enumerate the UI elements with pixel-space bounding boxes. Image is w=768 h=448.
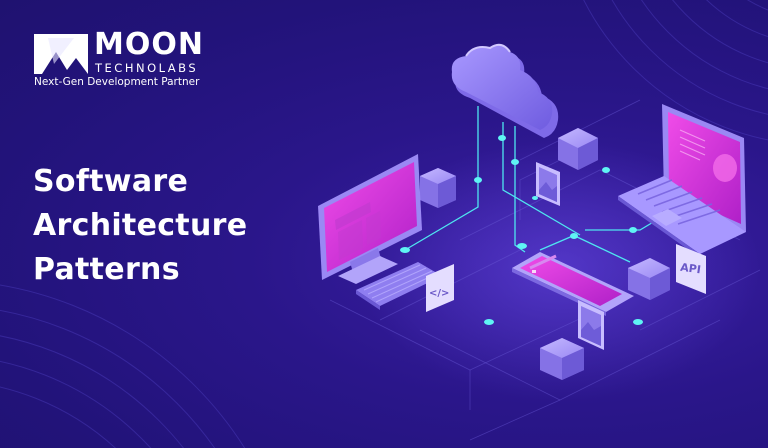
connector-nodes [400, 135, 643, 325]
server-cube-icon [420, 168, 456, 208]
svg-text:API: API [679, 261, 701, 277]
title-line-2: Architecture [33, 208, 248, 243]
mountain-logo-icon [34, 34, 88, 74]
svg-text:</>: </> [429, 288, 449, 299]
image-card-icon [536, 162, 560, 206]
server-cube-icon [540, 338, 584, 380]
image-card-icon [578, 300, 604, 350]
laptop-icon [618, 104, 746, 258]
title-line-1: Software [33, 164, 189, 199]
desktop-monitor-icon [318, 154, 422, 284]
title-line-3: Patterns [33, 252, 180, 287]
server-cube-icon [628, 258, 670, 300]
keyboard-icon [356, 262, 442, 310]
code-card-icon: </> [426, 264, 454, 312]
brand-subname: TECHNOLABS [95, 61, 199, 75]
cloud-icon [451, 43, 559, 138]
api-card-icon: API [676, 244, 706, 294]
brand-tagline: Next-Gen Development Partner [34, 76, 200, 88]
page-title: Software Architecture Patterns [33, 160, 247, 292]
server-cube-icon [558, 128, 598, 170]
brand-name: MOON [94, 27, 204, 62]
